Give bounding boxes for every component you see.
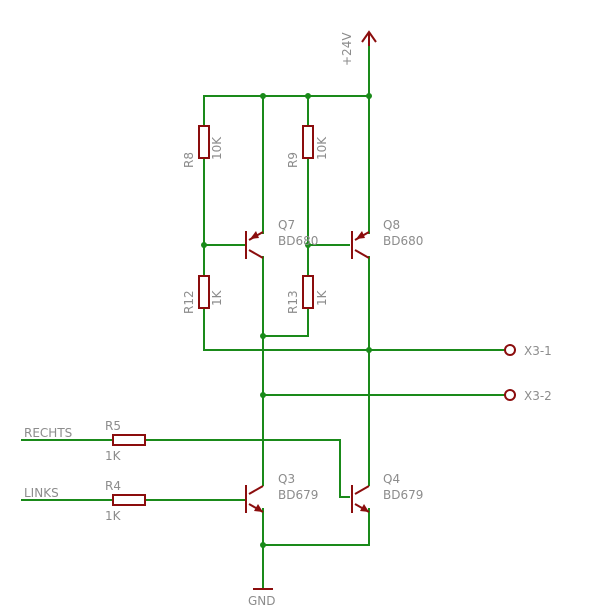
resistor-r13: R13 1K — [286, 275, 329, 314]
junction-dot — [305, 93, 311, 99]
junction-dot — [366, 93, 372, 99]
emitter-arrow-icon — [250, 231, 259, 239]
resistor-value: 1K — [105, 509, 122, 523]
resistor-body — [112, 494, 146, 506]
transistor-q4: Q4 BD679 — [351, 472, 423, 513]
resistor-body — [112, 434, 146, 446]
emitter-arrow-icon — [356, 231, 365, 239]
resistor-body — [302, 125, 314, 159]
ground-label: GND — [248, 594, 276, 608]
wires — [21, 44, 507, 590]
junction-dot — [260, 333, 266, 339]
emitter-arrow-icon — [254, 504, 263, 512]
junction-dot — [260, 93, 266, 99]
terminal-x3-2: X3-2 — [504, 389, 552, 403]
wire-bottom-rail — [262, 508, 370, 546]
transistor-q8: Q8 BD680 — [351, 218, 423, 259]
resistor-ref: R13 — [286, 290, 300, 314]
transistor-q7: Q7 BD680 — [245, 218, 318, 259]
supply-symbol: +24V — [340, 30, 377, 66]
junction-dot — [201, 242, 207, 248]
transistor-collector-leg — [248, 249, 264, 259]
resistor-r12: R12 1K — [182, 275, 224, 314]
resistor-value: 10K — [315, 136, 329, 160]
transistor-ref: Q3 — [278, 472, 295, 486]
transistor-type: BD680 — [278, 234, 318, 248]
transistor-ref: Q4 — [383, 472, 400, 486]
resistor-ref: R9 — [286, 152, 300, 168]
resistor-r5: R5 1K — [105, 419, 146, 463]
resistor-ref: R5 — [105, 419, 121, 433]
transistor-collector-leg — [354, 485, 370, 495]
junctions — [201, 93, 372, 548]
terminal-ring-icon — [504, 389, 516, 401]
junction-dot — [260, 542, 266, 548]
junction-dot — [366, 347, 372, 353]
resistor-body — [198, 125, 210, 159]
transistor-ref: Q8 — [383, 218, 400, 232]
resistor-value: 1K — [210, 289, 224, 306]
resistor-ref: R4 — [105, 479, 121, 493]
resistor-body — [198, 275, 210, 309]
resistor-ref: R12 — [182, 290, 196, 314]
input-label-links: LINKS — [24, 486, 59, 500]
ground-symbol: GND — [248, 588, 276, 608]
transistor-q3: Q3 BD679 — [245, 472, 318, 513]
wire-r13-bottom — [261, 307, 309, 337]
input-label-rechts: RECHTS — [24, 426, 72, 440]
resistor-value: 1K — [105, 449, 122, 463]
terminal-ring-icon — [504, 344, 516, 356]
resistor-body — [302, 275, 314, 309]
resistor-ref: R8 — [182, 152, 196, 168]
wire-rechts-out — [144, 439, 350, 498]
resistor-value: 1K — [315, 289, 329, 306]
resistor-r4: R4 1K — [105, 479, 146, 523]
resistor-value: 10K — [210, 136, 224, 160]
supply-label: +24V — [340, 32, 354, 66]
transistor-collector-leg — [248, 485, 264, 495]
resistor-r9: R9 10K — [286, 125, 329, 168]
resistor-r8: R8 10K — [182, 125, 224, 168]
transistor-ref: Q7 — [278, 218, 295, 232]
transistor-collector-leg — [354, 249, 370, 259]
transistor-type: BD679 — [278, 488, 318, 502]
junction-dot — [260, 392, 266, 398]
transistor-type: BD679 — [383, 488, 423, 502]
junction-dot — [305, 242, 311, 248]
terminal-label: X3-1 — [524, 344, 552, 358]
terminal-label: X3-2 — [524, 389, 552, 403]
terminal-x3-1: X3-1 — [504, 344, 552, 358]
emitter-arrow-icon — [360, 504, 369, 512]
transistor-type: BD680 — [383, 234, 423, 248]
